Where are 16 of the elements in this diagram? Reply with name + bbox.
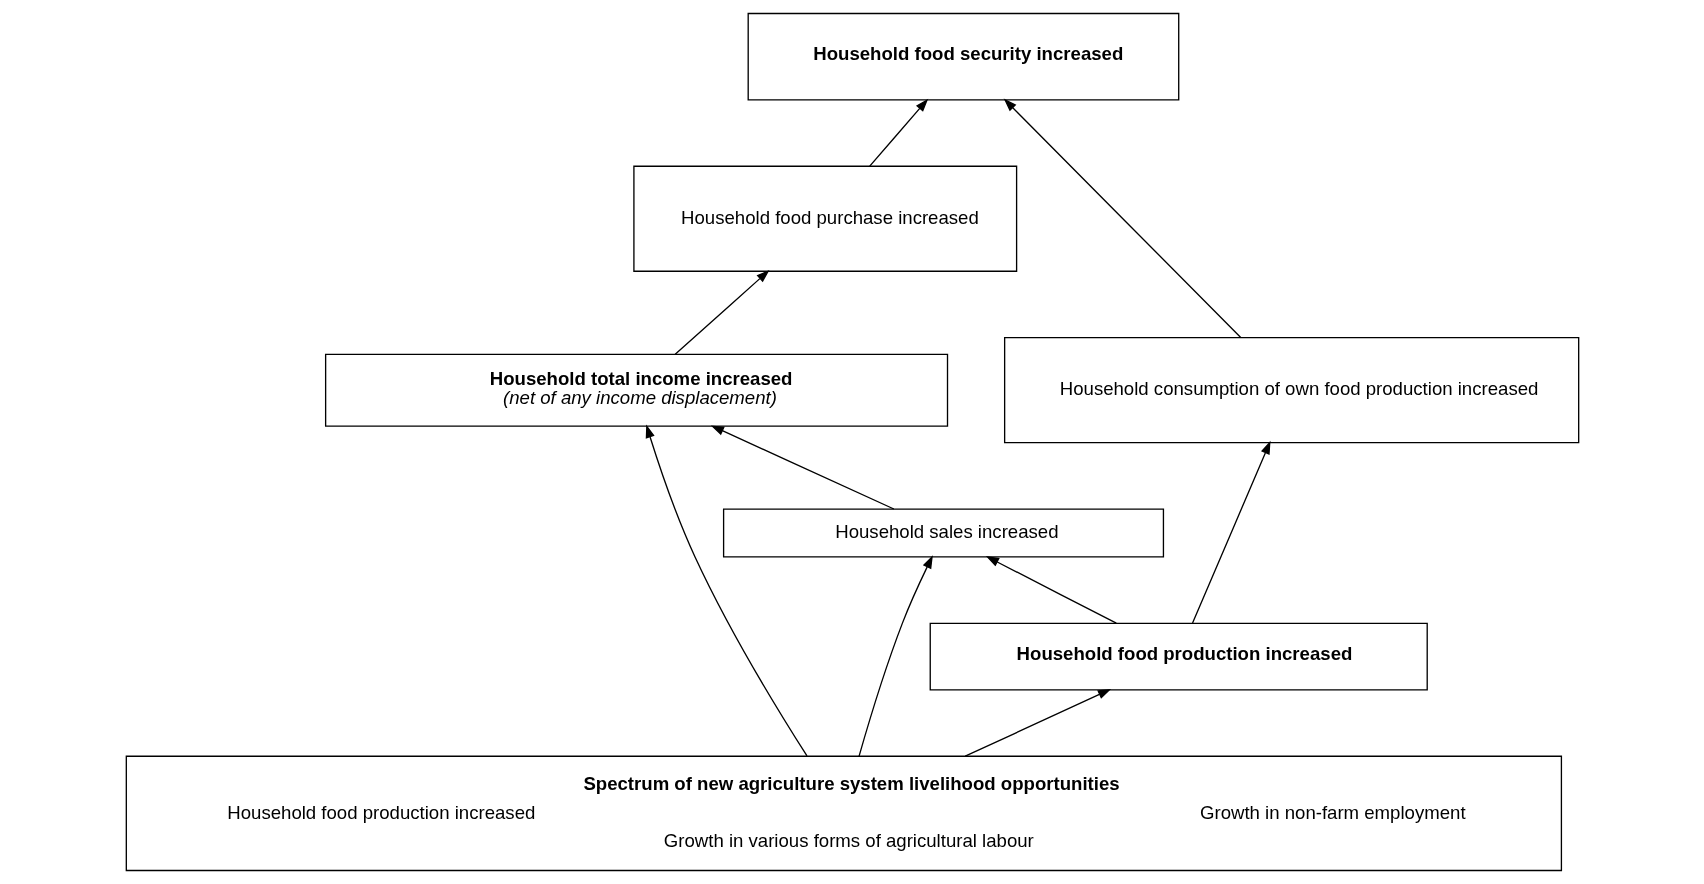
arrow — [1003, 98, 1241, 339]
arrow — [964, 689, 1111, 757]
node-box: Household food production increased — [929, 622, 1428, 691]
arrow — [674, 269, 770, 355]
node-box: Household total income increased (net of any income displacement) — [324, 353, 948, 427]
arrow — [985, 556, 1117, 624]
node-box: Spectrum of new agriculture system livelihood opportunities Household food production increased Growth in non-farm employment Growth in various forms of agricultural labour — [125, 755, 1562, 872]
arrow — [645, 424, 808, 757]
arrow — [868, 98, 928, 167]
arrow — [710, 425, 895, 510]
node-box: Household food security increased — [747, 12, 1179, 101]
node-box: Household consumption of own food production increased — [1003, 337, 1579, 444]
arrow — [1191, 440, 1271, 624]
node-box: Household food purchase increased — [632, 165, 1017, 272]
arrow — [857, 555, 933, 757]
node-box: Household sales increased — [722, 508, 1164, 558]
